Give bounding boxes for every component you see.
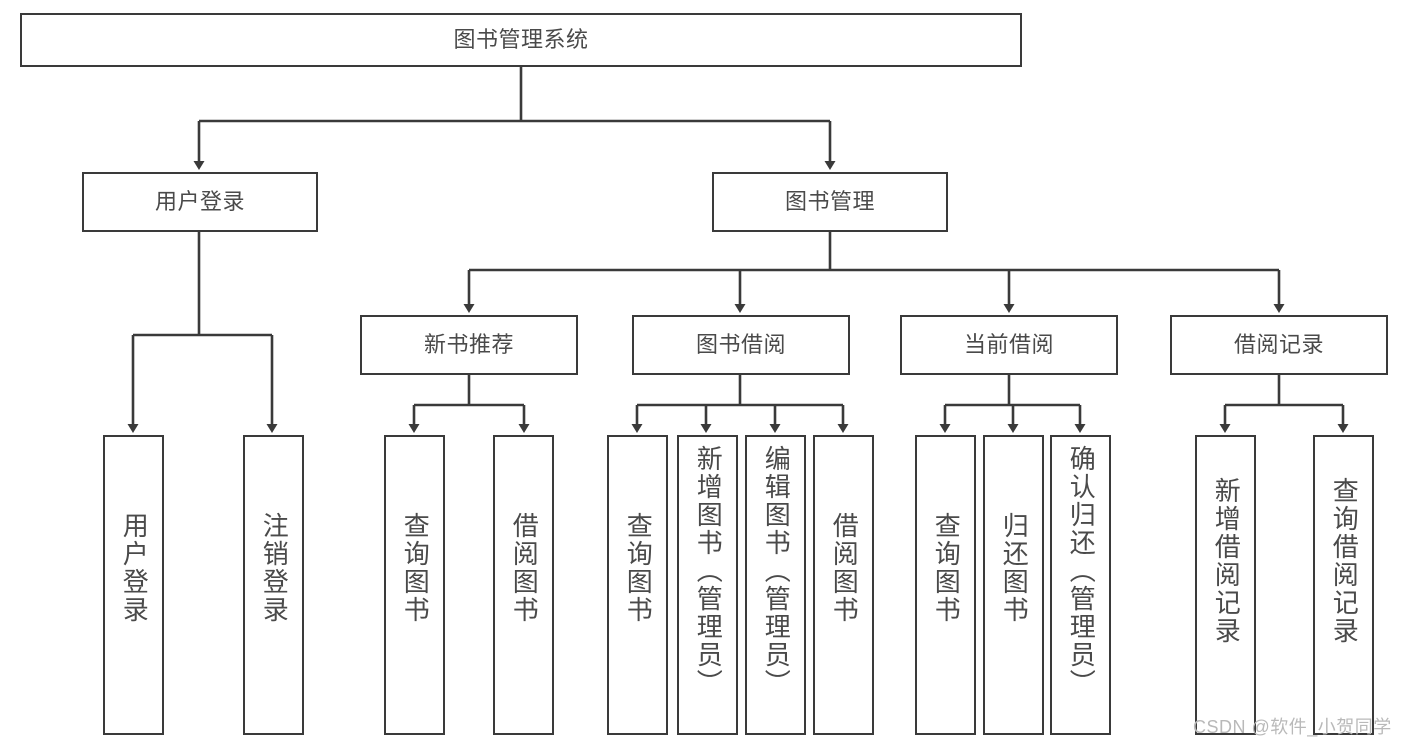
node-borrow-record-label: 借阅记录: [1233, 332, 1324, 357]
leaf-user-login-label: 用户登录: [119, 512, 150, 624]
leaf-query-borrow-record[interactable]: 查询借阅记录: [1313, 435, 1374, 735]
node-current-borrow-label: 当前借阅: [963, 332, 1054, 357]
leaf-edit-book-admin[interactable]: 编辑图书（管理员）: [745, 435, 806, 735]
leaf-return-book[interactable]: 归还图书: [983, 435, 1044, 735]
leaf-borrow-book-2-label: 借阅图书: [829, 512, 860, 624]
leaf-query-book-1-label: 查询图书: [400, 512, 431, 624]
node-new-book-recommend-label: 新书推荐: [423, 332, 514, 357]
leaf-logout-label: 注销登录: [259, 512, 290, 624]
node-book-borrow-label: 图书借阅: [695, 332, 786, 357]
node-book-management-label: 图书管理: [784, 189, 875, 214]
node-new-book-recommend[interactable]: 新书推荐: [360, 315, 578, 375]
leaf-borrow-book-2[interactable]: 借阅图书: [813, 435, 874, 735]
leaf-add-book-admin[interactable]: 新增图书（管理员）: [677, 435, 738, 735]
node-book-management[interactable]: 图书管理: [712, 172, 948, 232]
leaf-confirm-return-admin-label: 确认归还（管理员）: [1066, 445, 1097, 697]
node-user-login[interactable]: 用户登录: [82, 172, 318, 232]
leaf-confirm-return-admin[interactable]: 确认归还（管理员）: [1050, 435, 1111, 735]
node-book-borrow[interactable]: 图书借阅: [632, 315, 850, 375]
node-root[interactable]: 图书管理系统: [20, 13, 1022, 67]
leaf-return-book-label: 归还图书: [999, 512, 1030, 624]
node-current-borrow[interactable]: 当前借阅: [900, 315, 1118, 375]
leaf-borrow-book-1-label: 借阅图书: [509, 512, 540, 624]
leaf-query-borrow-record-label: 查询借阅记录: [1329, 477, 1360, 645]
csdn-watermark: CSDN @软件_小贺同学: [1193, 717, 1392, 737]
leaf-query-book-3[interactable]: 查询图书: [915, 435, 976, 735]
leaf-query-book-3-label: 查询图书: [931, 512, 962, 624]
leaf-borrow-book-1[interactable]: 借阅图书: [493, 435, 554, 735]
leaf-edit-book-admin-label: 编辑图书（管理员）: [761, 445, 792, 697]
leaf-add-borrow-record[interactable]: 新增借阅记录: [1195, 435, 1256, 735]
leaf-user-login[interactable]: 用户登录: [103, 435, 164, 735]
leaf-query-book-2[interactable]: 查询图书: [607, 435, 668, 735]
node-borrow-record[interactable]: 借阅记录: [1170, 315, 1388, 375]
leaf-add-book-admin-label: 新增图书（管理员）: [693, 445, 724, 697]
leaf-query-book-1[interactable]: 查询图书: [384, 435, 445, 735]
node-root-label: 图书管理系统: [453, 27, 589, 52]
leaf-query-book-2-label: 查询图书: [623, 512, 654, 624]
leaf-add-borrow-record-label: 新增借阅记录: [1211, 477, 1242, 645]
leaf-logout[interactable]: 注销登录: [243, 435, 304, 735]
node-user-login-label: 用户登录: [154, 189, 245, 214]
